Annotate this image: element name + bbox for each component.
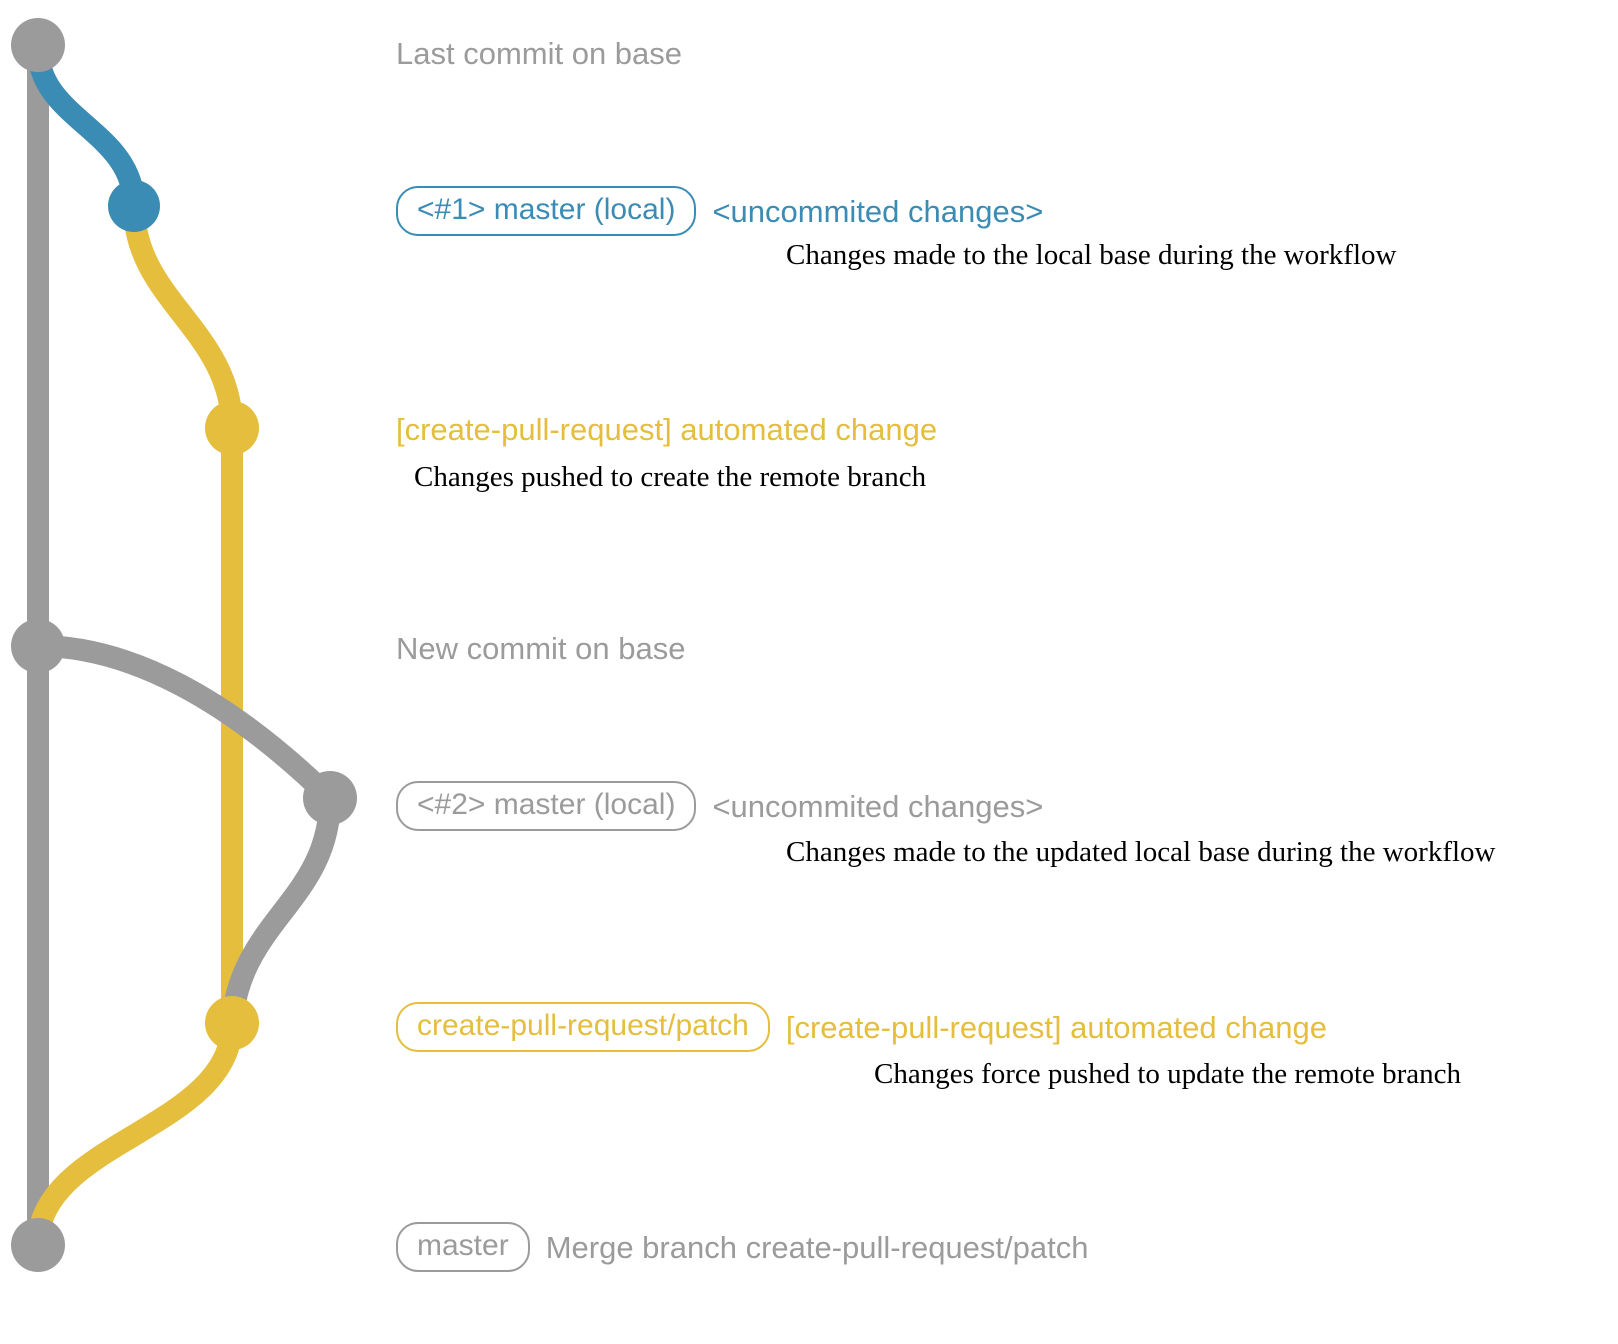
commit-description-patch: Changes force pushed to update the remot… [874, 1058, 1462, 1090]
commit-message: Last commit on base [396, 36, 683, 71]
commit-line: <#1> master (local) <uncommited changes> [396, 186, 1043, 236]
commit-message: <uncommited changes> [712, 193, 1044, 229]
commit-entry-local-2: <#2> master (local) <uncommited changes> [396, 781, 1043, 831]
branch-badge-master[interactable]: master [396, 1222, 530, 1272]
commit-line: master Merge branch create-pull-request/… [396, 1222, 1088, 1272]
local-branch-2-line [27, 635, 341, 809]
commit-description-automated-1: Changes pushed to create the remote bran… [414, 461, 927, 493]
commit-entry-last-commit-on-base: Last commit on base [396, 38, 682, 69]
commit-message: New commit on base [396, 631, 686, 666]
commit-node-new-commit-on-base[interactable] [11, 619, 65, 673]
commit-entry-automated-1: [create-pull-request] automated change [396, 414, 937, 445]
commit-entry-patch: create-pull-request/patch [create-pull-r… [396, 1002, 1327, 1052]
commit-description-local-2: Changes made to the updated local base d… [786, 836, 1496, 868]
git-graph [11, 18, 357, 1272]
commit-node-local-1[interactable] [108, 180, 160, 232]
commit-node-patch[interactable] [205, 996, 259, 1050]
commit-node-local-2[interactable] [303, 771, 357, 825]
commit-line: [create-pull-request] automated change [396, 414, 937, 445]
commit-node-automated-1[interactable] [205, 401, 259, 455]
local-branch-1-line [27, 37, 145, 217]
commit-message: [create-pull-request] automated change [785, 1009, 1327, 1045]
commit-message: [create-pull-request] automated change [396, 412, 938, 447]
merge-line [27, 1012, 243, 1256]
commit-entry-master: master Merge branch create-pull-request/… [396, 1222, 1088, 1272]
commit-entry-local-1: <#1> master (local) <uncommited changes> [396, 186, 1043, 236]
commit-node-master[interactable] [11, 1218, 65, 1272]
remote-branch-line [123, 195, 243, 1034]
commit-description-local-1: Changes made to the local base during th… [786, 239, 1397, 271]
commit-message: <uncommited changes> [712, 788, 1044, 824]
commit-message: Merge branch create-pull-request/patch [545, 1229, 1089, 1265]
branch-badge-master-local-2[interactable]: <#2> master (local) [396, 781, 697, 831]
local-to-patch-line [221, 787, 341, 1034]
commit-line: New commit on base [396, 633, 685, 664]
commit-line: create-pull-request/patch [create-pull-r… [396, 1002, 1327, 1052]
commit-line: Last commit on base [396, 38, 682, 69]
branch-badge-create-pull-request-patch[interactable]: create-pull-request/patch [396, 1002, 770, 1052]
commit-entry-new-commit-on-base: New commit on base [396, 633, 685, 664]
commit-line: <#2> master (local) <uncommited changes> [396, 781, 1043, 831]
commit-node-last-commit-on-base[interactable] [11, 18, 65, 72]
branch-badge-master-local-1[interactable]: <#1> master (local) [396, 186, 697, 236]
